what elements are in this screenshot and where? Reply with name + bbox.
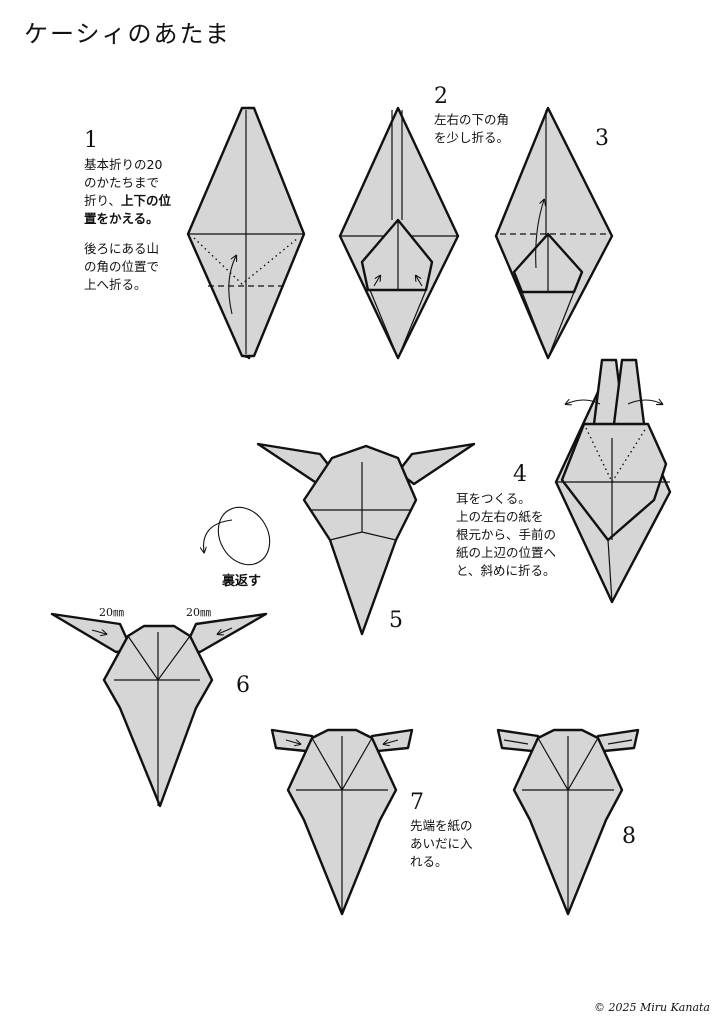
step-4-text: 耳をつくる。 上の左右の紙を 根元から、手前の 紙の上辺の位置へ と、斜めに折る… — [456, 490, 556, 580]
step-4-figure — [554, 358, 672, 604]
step-4-line-5: と、斜めに折る。 — [456, 563, 556, 578]
step-7-line-2: あいだに入 — [410, 836, 473, 851]
measure-left: 20㎜ — [99, 606, 124, 619]
step-1-line-1: 基本折りの20 — [84, 157, 163, 172]
step-4-line-3: 根元から、手前の — [456, 527, 557, 542]
step-1-figure — [186, 106, 306, 360]
step-7-figure — [270, 728, 414, 916]
flip-label: 裏返す — [222, 574, 262, 589]
step-6-number: 6 — [236, 673, 250, 698]
copyright: © 2025 Miru Kanata — [593, 1001, 710, 1014]
step-5-number: 5 — [389, 608, 403, 633]
step-1-number: 1 — [84, 128, 98, 153]
step-2-figure — [338, 106, 460, 360]
step-1-bold: 上下の位 — [121, 193, 172, 208]
step-1-line-4: 置をかえる。 — [84, 210, 171, 228]
step-1-line-2: のかたちまで — [84, 175, 160, 190]
step-1-line-3: 折り、上下の位 — [84, 192, 171, 210]
step-8-number: 8 — [622, 824, 636, 849]
step-8-figure — [496, 728, 640, 916]
flip-icon — [204, 506, 271, 566]
step-4-line-2: 上の左右の紙を — [456, 509, 544, 524]
step-7-line-1: 先端を紙の — [410, 818, 473, 833]
page-title: ケーシィのあたま — [24, 20, 231, 48]
step-6-figure — [50, 612, 268, 808]
step-7-text: 先端を紙の あいだに入 れる。 — [410, 817, 473, 871]
step-2-number: 2 — [434, 84, 448, 109]
step-3-number: 3 — [595, 126, 609, 151]
step-1-line-5: 後ろにある山 — [84, 241, 160, 256]
step-5-figure — [256, 442, 476, 636]
step-1-line-6: の角の位置で — [84, 259, 160, 274]
step-1-text: 基本折りの20 のかたちまで 折り、上下の位 置をかえる。 後ろにある山 の角の… — [84, 156, 171, 294]
step-2-line-1: 左右の下の角 — [434, 112, 510, 127]
step-4-line-1: 耳をつくる。 — [456, 491, 531, 506]
step-7-line-3: れる。 — [410, 854, 448, 869]
measure-right: 20㎜ — [186, 606, 211, 619]
step-3-figure — [494, 106, 614, 360]
step-2-line-2: を少し折る。 — [434, 130, 510, 145]
step-1-bold-2: 置をかえる。 — [84, 211, 159, 226]
step-4-number: 4 — [513, 462, 527, 487]
step-2-text: 左右の下の角 を少し折る。 — [434, 111, 509, 147]
step-4-line-4: 紙の上辺の位置へ — [456, 545, 557, 560]
step-7-number: 7 — [410, 790, 424, 815]
step-1-prefix: 折り、 — [84, 193, 122, 208]
step-1-line-7: 上へ折る。 — [84, 277, 147, 292]
